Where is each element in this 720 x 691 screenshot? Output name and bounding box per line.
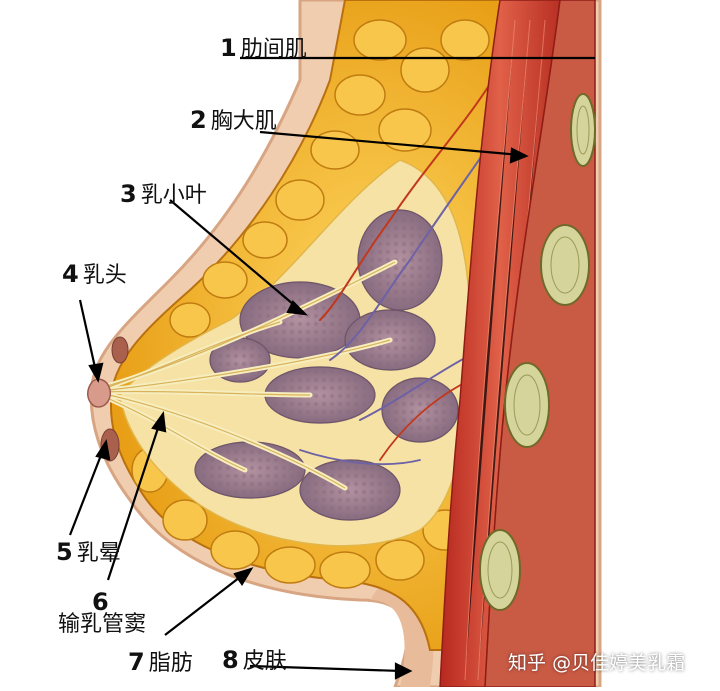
ribs — [479, 93, 596, 611]
label-text: 乳小叶 — [140, 183, 207, 208]
leader-lines — [68, 56, 595, 680]
chest-wall — [479, 0, 596, 688]
label-number: 5 — [56, 538, 73, 566]
watermark-author: @贝佳婷美乳霜 — [552, 652, 686, 674]
label-text: 肋间肌 — [240, 37, 307, 62]
label-number: 7 — [128, 648, 145, 676]
label-number: 6 — [92, 588, 109, 616]
watermark: 知乎 @贝佳婷美乳霜 — [508, 648, 685, 675]
label-number: 4 — [62, 260, 79, 288]
label-text: 乳晕 — [76, 541, 121, 566]
label-number: 3 — [120, 180, 137, 208]
label-text: 皮肤 — [242, 649, 287, 674]
label-number: 2 — [190, 106, 207, 134]
label-number: 8 — [222, 646, 239, 674]
label-number: 1 — [220, 34, 237, 62]
label-text: 乳头 — [82, 263, 127, 288]
label-text: 脂肪 — [148, 651, 193, 676]
label-lactiferous-sinus: 输乳管窦 — [58, 614, 146, 636]
label-text: 输乳管窦 — [58, 612, 147, 637]
label-lactiferous-sinus-number: 6 — [92, 590, 113, 615]
label-text: 胸大肌 — [210, 109, 277, 134]
watermark-site: 知乎 — [508, 652, 547, 674]
